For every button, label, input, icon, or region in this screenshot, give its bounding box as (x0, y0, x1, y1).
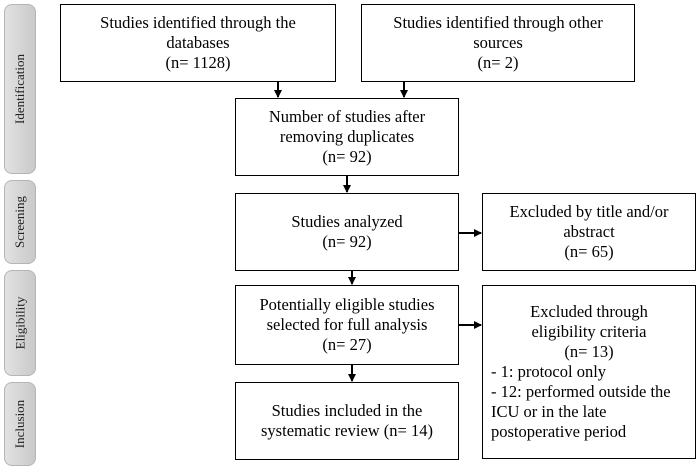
box-databases: Studies identified through the databases… (60, 4, 336, 82)
box-excluded-criteria-header: Excluded through (530, 302, 648, 321)
stage-label-screening: Screening (4, 180, 36, 264)
box-databases-count: (n= 1128) (165, 53, 231, 72)
box-studies-included: Studies included in the systematic revie… (235, 382, 459, 460)
box-after-duplicates-line: removing duplicates (279, 127, 415, 146)
box-excluded-title-line: Excluded by title and/or (509, 202, 669, 221)
box-after-duplicates: Number of studies after removing duplica… (235, 98, 459, 176)
box-excluded-criteria-header: eligibility criteria (531, 322, 647, 341)
box-studies-included-line: Studies included in the (271, 401, 423, 420)
box-after-duplicates-count: (n= 92) (322, 147, 372, 166)
box-excluded-title: Excluded by title and/or abstract (n= 65… (482, 193, 696, 271)
box-studies-included-line: systematic review (n= 14) (261, 421, 433, 440)
box-excluded-criteria-item: - 12: performed outside the (491, 382, 671, 401)
box-other-sources: Studies identified through other sources… (361, 4, 635, 82)
box-excluded-title-count: (n= 65) (564, 242, 614, 261)
box-excluded-criteria: Excluded through eligibility criteria (n… (482, 285, 696, 459)
box-excluded-criteria-item: postoperative period (491, 422, 627, 441)
box-studies-analyzed-line: Studies analyzed (291, 212, 403, 231)
box-other-sources-count: (n= 2) (477, 53, 519, 72)
box-excluded-criteria-count: (n= 13) (564, 342, 614, 361)
box-potentially-eligible-line: selected for full analysis (266, 315, 428, 334)
box-other-sources-line: sources (473, 33, 523, 52)
box-after-duplicates-line: Number of studies after (268, 107, 426, 126)
stage-label-inclusion: Inclusion (4, 382, 36, 466)
box-other-sources-line: Studies identified through other (393, 13, 603, 32)
box-potentially-eligible-line: Potentially eligible studies (259, 295, 435, 314)
stage-label-identification: Identification (4, 4, 36, 174)
stage-label-eligibility: Eligibility (4, 270, 36, 376)
box-excluded-criteria-item: ICU or in the late (491, 402, 607, 421)
box-excluded-criteria-item: - 1: protocol only (491, 362, 607, 381)
box-studies-analyzed-count: (n= 92) (322, 232, 372, 251)
box-databases-line: Studies identified through the (100, 13, 296, 32)
box-excluded-title-line: abstract (563, 222, 615, 241)
box-potentially-eligible: Potentially eligible studies selected fo… (235, 285, 459, 365)
box-databases-line: databases (166, 33, 230, 52)
box-studies-analyzed: Studies analyzed (n= 92) (235, 193, 459, 271)
box-potentially-eligible-count: (n= 27) (322, 335, 372, 354)
